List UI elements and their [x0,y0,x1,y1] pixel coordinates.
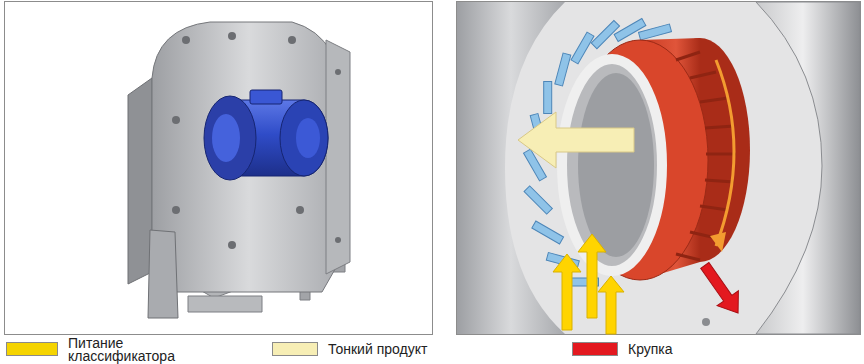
housing-side [128,78,152,284]
classifier-housing [152,22,346,292]
feed-inlet [148,230,178,318]
legend-label: Тонкий продукт [328,343,548,356]
panel-frame [5,2,433,335]
motor-end-cap [280,100,328,176]
rotor-slot [705,126,734,128]
bolts [172,32,341,249]
legend-label: Крупка [628,343,848,356]
guide-vane [532,221,564,244]
motor-flange-face [212,114,240,162]
legend-label: Питание классификатора [68,337,184,363]
bolt [335,69,341,75]
guide-vane [544,82,552,114]
motor-fan-cover [296,118,320,158]
housing-wall [457,2,565,334]
bolt [228,241,236,249]
legend-swatch [272,342,318,356]
guide-vane [524,186,552,214]
rotor-slot [700,206,728,210]
rotor-slot [700,98,728,102]
machine-view [5,2,433,335]
housing-bracket [326,40,350,274]
fine-product-arrow [518,112,634,168]
bolt [335,237,341,243]
bolt [288,36,296,44]
rotor-slot [676,254,700,260]
guide-vane [555,53,571,86]
rotor-slot [705,180,734,182]
bolt [182,36,190,44]
bolt [172,206,180,214]
legend-swatch [6,342,58,356]
rotor-slot [706,153,736,156]
illustration [0,0,864,336]
feed-arrow [598,276,624,334]
support-foot [188,296,262,312]
coarse-product-arrow [694,258,749,320]
guide-vane [639,24,672,40]
rotation-arrow [716,60,734,246]
motor-flange [204,96,256,180]
rotor-slot [676,52,700,60]
terminal-box [250,90,282,104]
feed-arrow [578,234,606,318]
rotor-slots [676,52,736,260]
outer-drum [756,2,860,334]
bolt [702,318,710,326]
outlet-ring [562,59,662,271]
rotor-slot [690,72,716,78]
bolt [172,116,180,124]
bolt [228,32,236,40]
feed-arrows [553,234,624,334]
electric-motor [204,90,328,180]
cutaway-view [457,2,861,335]
outlet-opening [578,73,654,257]
bolt [296,206,304,214]
rotation-arrowhead [710,232,726,252]
guide-vane [571,32,594,64]
feed-arrow [553,254,581,330]
legend-swatch [572,342,618,356]
panel-frame [457,2,861,335]
